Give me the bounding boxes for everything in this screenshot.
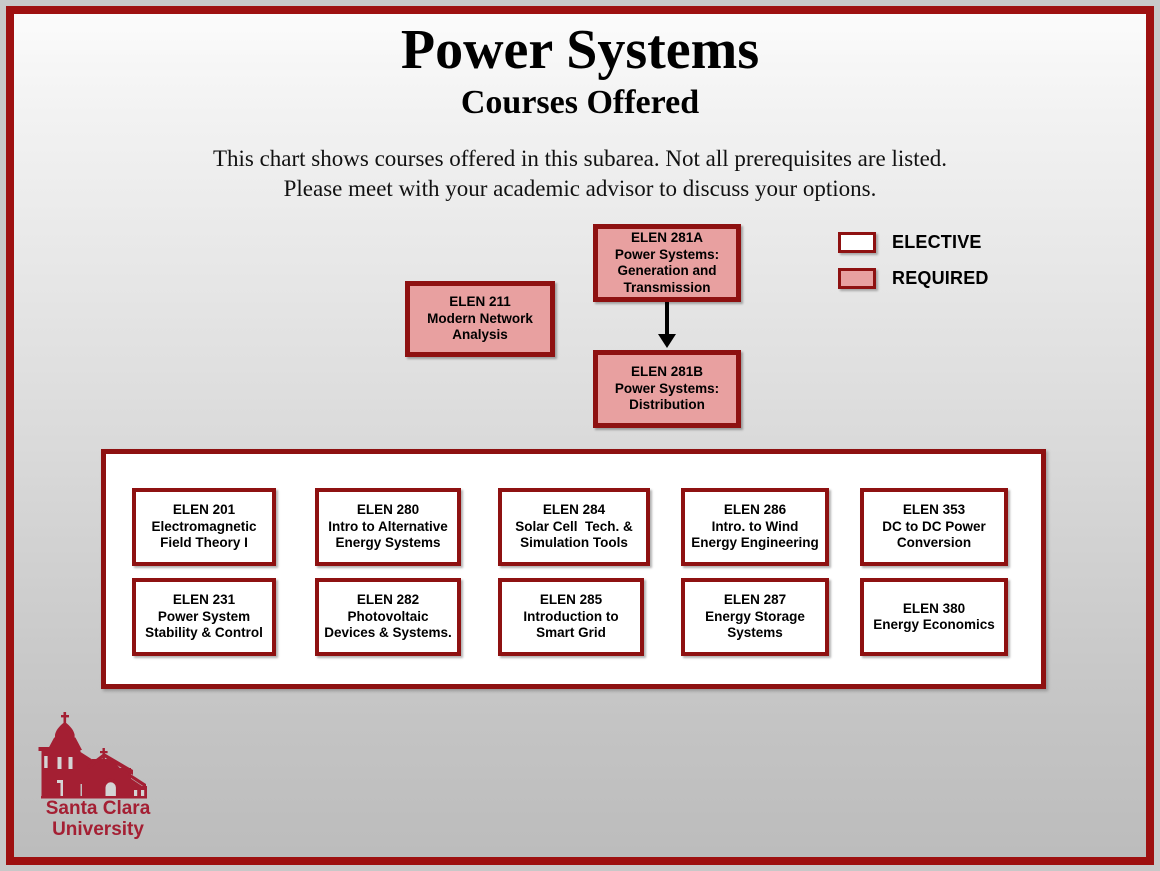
course-box-elen-286[interactable]: ELEN 286 Intro. to Wind Energy Engineeri…: [681, 488, 829, 566]
course-name: Intro to Alternative Energy Systems: [328, 518, 448, 551]
course-code: ELEN 282: [356, 592, 420, 608]
course-name: Intro. to Wind Energy Engineering: [691, 518, 819, 551]
course-name: Photovoltaic Devices & Systems.: [324, 608, 452, 641]
course-box-elen-380[interactable]: ELEN 380 Energy Economics: [860, 578, 1008, 656]
course-box-elen-201[interactable]: ELEN 201 Electromagnetic Field Theory I: [132, 488, 276, 566]
course-code: ELEN 280: [356, 502, 420, 518]
page-subtitle: Courses Offered: [460, 84, 700, 121]
course-box-elen-287[interactable]: ELEN 287 Energy Storage Systems: [681, 578, 829, 656]
course-box-elen-285[interactable]: ELEN 285 Introduction to Smart Grid: [498, 578, 644, 656]
legend-swatch-elective-icon: [838, 232, 876, 253]
course-box-elen-284[interactable]: ELEN 284 Solar Cell Tech. & Simulation T…: [498, 488, 650, 566]
legend-label-required: REQUIRED: [892, 268, 989, 288]
logo-wordmark: Santa Clara University: [18, 798, 178, 840]
prerequisite-arrow-head: [658, 334, 676, 348]
prerequisite-arrow-line: [665, 302, 669, 336]
course-box-elen-211[interactable]: ELEN 211 Modern Network Analysis: [405, 281, 555, 357]
course-name: Energy Economics: [873, 617, 995, 632]
description-line-1: This chart shows courses offered in this…: [212, 146, 948, 171]
page-title: Power Systems: [400, 19, 760, 81]
course-code: ELEN 287: [723, 592, 787, 608]
course-name: Power System Stability & Control: [145, 608, 263, 641]
santa-clara-university-logo: [30, 712, 170, 842]
course-name: Power Systems: Generation and Transmissi…: [614, 246, 720, 295]
course-code: ELEN 353: [902, 502, 966, 518]
course-code: ELEN 211: [449, 294, 511, 310]
legend-item-elective: ELECTIVE: [838, 232, 982, 253]
course-code: ELEN 284: [542, 502, 606, 518]
course-name: Power Systems: Distribution: [614, 380, 720, 413]
legend-label-elective: ELECTIVE: [892, 232, 982, 252]
course-code: ELEN 281B: [630, 364, 704, 380]
course-name: Solar Cell Tech. & Simulation Tools: [515, 518, 633, 551]
course-box-elen-281a[interactable]: ELEN 281A Power Systems: Generation and …: [593, 224, 741, 302]
course-name: Electromagnetic Field Theory I: [151, 518, 257, 551]
course-box-elen-231[interactable]: ELEN 231 Power System Stability & Contro…: [132, 578, 276, 656]
course-name: Energy Storage Systems: [705, 608, 805, 641]
legend-swatch-required-icon: [838, 268, 876, 289]
course-code: ELEN 201: [172, 502, 236, 518]
course-code: ELEN 281A: [630, 230, 704, 245]
course-box-elen-353[interactable]: ELEN 353 DC to DC Power Conversion: [860, 488, 1008, 566]
logo-line-1: Santa Clara: [45, 798, 151, 819]
legend-item-required: REQUIRED: [838, 268, 989, 289]
description-line-2: Please meet with your academic advisor t…: [283, 176, 877, 201]
mission-church-icon: [38, 712, 147, 799]
course-code: ELEN 231: [172, 592, 236, 608]
course-code: ELEN 285: [539, 592, 603, 608]
course-box-elen-282[interactable]: ELEN 282 Photovoltaic Devices & Systems.: [315, 578, 461, 656]
course-box-elen-281b[interactable]: ELEN 281B Power Systems: Distribution: [593, 350, 741, 428]
course-code: ELEN 286: [723, 502, 787, 518]
course-box-elen-280[interactable]: ELEN 280 Intro to Alternative Energy Sys…: [315, 488, 461, 566]
course-name: DC to DC Power Conversion: [882, 518, 986, 551]
logo-line-2: University: [52, 819, 144, 840]
course-code: ELEN 380: [902, 600, 966, 616]
course-name: Modern Network Analysis: [427, 310, 533, 343]
decorative-frame: [6, 6, 1154, 865]
description-text: This chart shows courses offered in this…: [0, 144, 1160, 204]
course-name: Introduction to Smart Grid: [523, 608, 619, 641]
